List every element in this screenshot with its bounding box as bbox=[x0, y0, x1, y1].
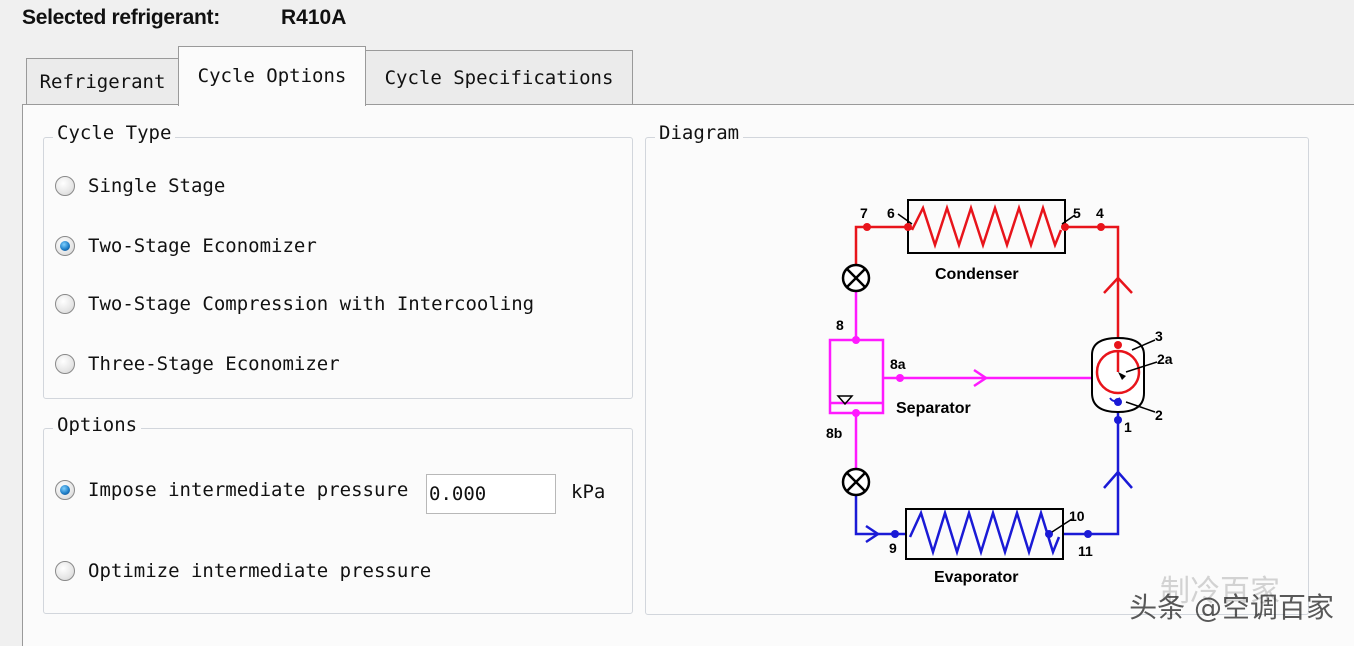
options-title: Options bbox=[53, 414, 142, 436]
intermediate-pressure-input[interactable] bbox=[426, 474, 556, 514]
point-1-label: 1 bbox=[1124, 419, 1132, 435]
radio-label: Optimize intermediate pressure bbox=[88, 560, 432, 582]
expansion-valve-icon bbox=[841, 263, 871, 293]
watermark: 头条 @空调百家 bbox=[1129, 591, 1334, 624]
point-2-label: 2 bbox=[1155, 407, 1163, 423]
radio-label: Two-Stage Compression with Intercooling bbox=[88, 293, 535, 315]
radio-optimize-intermediate-pressure[interactable]: Optimize intermediate pressure bbox=[55, 560, 431, 582]
radio-button[interactable] bbox=[55, 236, 75, 256]
point-4-label: 4 bbox=[1096, 205, 1104, 221]
evaporator-label: Evaporator bbox=[934, 569, 1018, 586]
radio-three-stage-economizer[interactable]: Three-Stage Economizer bbox=[55, 353, 340, 375]
radio-label: Two-Stage Economizer bbox=[88, 235, 317, 257]
radio-button[interactable] bbox=[55, 480, 75, 500]
cycle-type-group bbox=[43, 137, 633, 399]
radio-button[interactable] bbox=[55, 561, 75, 581]
high-pressure-lines bbox=[854, 203, 1133, 345]
options-group bbox=[43, 428, 633, 614]
point-3-label: 3 bbox=[1155, 328, 1163, 344]
leader-lines bbox=[897, 213, 1158, 533]
radio-button[interactable] bbox=[55, 294, 75, 314]
radio-label: Single Stage bbox=[88, 175, 226, 197]
tab-cycle-specifications[interactable]: Cycle Specifications bbox=[365, 50, 633, 104]
intermediate-pressure-lines bbox=[828, 292, 1092, 468]
radio-label: Impose intermediate pressure bbox=[88, 479, 409, 501]
radio-button[interactable] bbox=[55, 354, 75, 374]
tab-cycle-options[interactable]: Cycle Options bbox=[178, 46, 366, 106]
separator-label: Separator bbox=[896, 400, 971, 417]
radio-impose-intermediate-pressure[interactable]: Impose intermediate pressure bbox=[55, 479, 408, 501]
diagram-title: Diagram bbox=[655, 122, 744, 144]
point-10-label: 10 bbox=[1069, 508, 1085, 524]
selected-refrigerant-label: Selected refrigerant: bbox=[22, 6, 220, 29]
cycle-type-title: Cycle Type bbox=[53, 122, 176, 144]
point-11-label: 11 bbox=[1078, 543, 1093, 559]
radio-two-stage-compression[interactable]: Two-Stage Compression with Intercooling bbox=[55, 293, 534, 315]
selected-refrigerant-value: R410A bbox=[281, 6, 347, 29]
condenser-label: Condenser bbox=[935, 266, 1019, 283]
radio-two-stage-economizer[interactable]: Two-Stage Economizer bbox=[55, 235, 317, 257]
point-8b-label: 8b bbox=[826, 425, 842, 441]
tab-refrigerant[interactable]: Refrigerant bbox=[26, 58, 179, 104]
point-8-label: 8 bbox=[836, 317, 844, 333]
watermark-faint: 制冷百家 bbox=[1160, 574, 1280, 609]
separator-level-icon bbox=[836, 395, 854, 406]
radio-single-stage[interactable]: Single Stage bbox=[55, 175, 225, 197]
evaporator-box bbox=[905, 508, 1064, 560]
radio-label: Three-Stage Economizer bbox=[88, 353, 340, 375]
point-5-label: 5 bbox=[1073, 205, 1081, 221]
state-point-dots bbox=[852, 223, 1122, 538]
point-8a-label: 8a bbox=[890, 356, 906, 372]
point-6-label: 6 bbox=[887, 205, 895, 221]
point-7-label: 7 bbox=[860, 205, 868, 221]
pressure-unit: kPa bbox=[571, 481, 606, 503]
expansion-valve-icon bbox=[841, 467, 871, 497]
low-pressure-lines bbox=[854, 408, 1133, 557]
point-9-label: 9 bbox=[889, 540, 897, 556]
point-2a-label: 2a bbox=[1157, 351, 1173, 367]
radio-button[interactable] bbox=[55, 176, 75, 196]
compressor-icon bbox=[1091, 336, 1145, 414]
condenser-box bbox=[907, 199, 1066, 254]
